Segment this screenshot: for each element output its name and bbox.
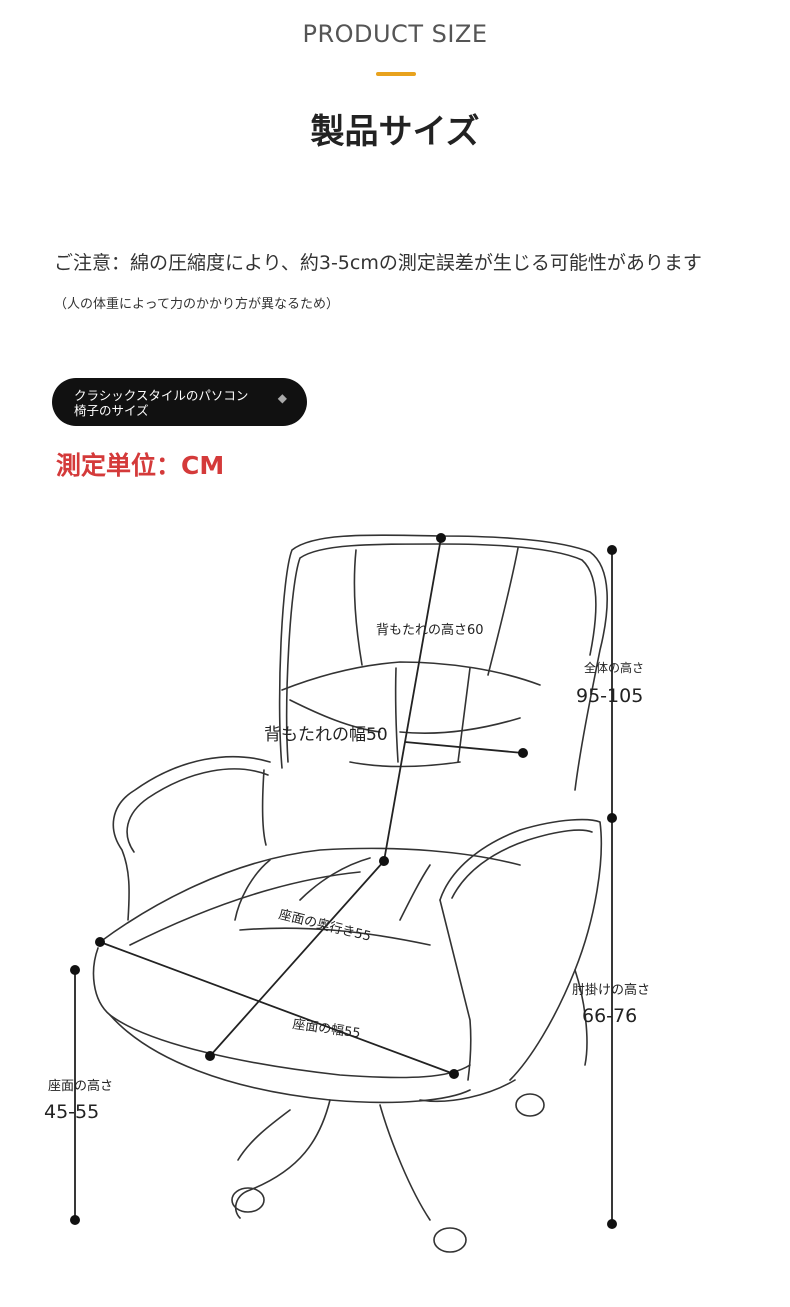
- chair-dimension-diagram: 背もたれの高さ60 背もたれの幅50 全体の高さ 95-105 座面の奥行き55…: [44, 533, 650, 1253]
- backrest-height-line: [383, 537, 442, 862]
- endpoint-dot: [70, 1215, 80, 1225]
- endpoint-dot: [449, 1069, 459, 1079]
- total-height-label: 全体の高さ: [584, 660, 644, 675]
- section-eyebrow: PRODUCT SIZE: [302, 20, 488, 48]
- dimension-endpoints: [70, 533, 617, 1229]
- armrest-height-value: 66-76: [582, 1005, 637, 1027]
- seat-depth-line: [209, 860, 385, 1057]
- accent-divider: [376, 72, 416, 76]
- backrest-width-label: 背もたれの幅50: [264, 725, 388, 745]
- seat-width-line: [99, 941, 455, 1075]
- seat-depth-label: 座面の奥行き55: [277, 907, 372, 944]
- section-title: 製品サイズ: [310, 112, 480, 152]
- unit-label: 測定単位：CM: [56, 451, 225, 480]
- style-pill-label: クラシックスタイルのパソコン 椅子のサイズ: [74, 388, 274, 418]
- total-height-value: 95-105: [576, 685, 643, 707]
- armrest-height-label: 肘掛けの高さ: [572, 982, 650, 998]
- endpoint-dot: [205, 1051, 215, 1061]
- dimension-lines: [74, 537, 613, 1224]
- seat-height-value: 45-55: [44, 1101, 99, 1123]
- style-pill-line1: クラシックスタイルのパソコン: [74, 388, 249, 403]
- endpoint-dot: [436, 533, 446, 543]
- endpoint-dot: [607, 545, 617, 555]
- endpoint-dot: [607, 813, 617, 823]
- endpoint-dot: [518, 748, 528, 758]
- endpoint-dot: [379, 856, 389, 866]
- style-pill[interactable]: クラシックスタイルのパソコン 椅子のサイズ ◆: [52, 378, 307, 426]
- seat-width-label: 座面の幅55: [291, 1017, 361, 1041]
- style-pill-line2: 椅子のサイズ: [74, 403, 149, 418]
- endpoint-dot: [70, 965, 80, 975]
- diamond-icon: ◆: [277, 391, 287, 405]
- backrest-width-line: [404, 741, 524, 754]
- measurement-notice-sub: （人の体重によって力のかかり方が異なるため）: [54, 297, 339, 312]
- measurement-notice: ご注意：綿の圧縮度により、約3-5cmの測定誤差が生じる可能性があります: [54, 252, 702, 274]
- chair-outline: [92, 534, 608, 1253]
- endpoint-dot: [607, 1219, 617, 1229]
- endpoint-dot: [95, 937, 105, 947]
- backrest-height-label: 背もたれの高さ60: [376, 622, 484, 638]
- seat-height-label: 座面の高さ: [48, 1078, 113, 1094]
